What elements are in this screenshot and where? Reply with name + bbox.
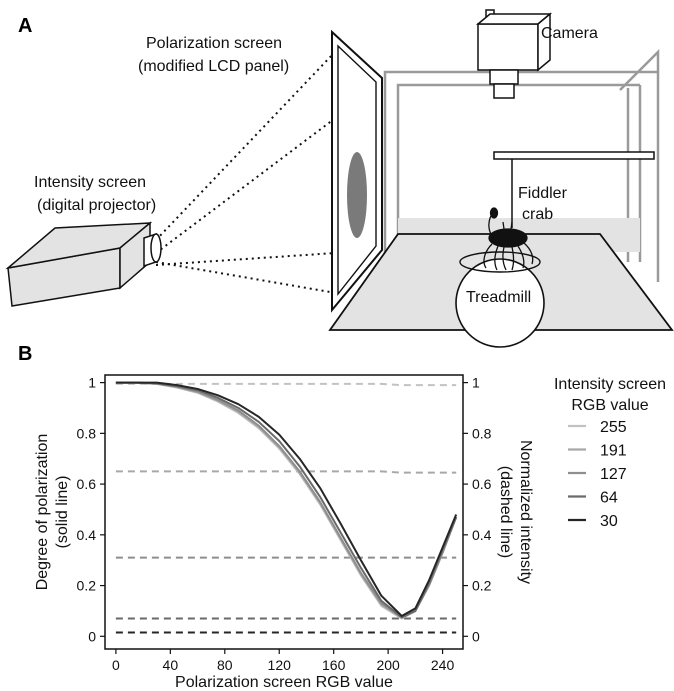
panel-a-letter: A (18, 15, 32, 37)
dop-line-255 (115, 381, 458, 620)
stimulus-ellipse (347, 152, 367, 238)
right-y-tick-label: 0.6 (472, 476, 492, 492)
right-y-tick-label: 1 (472, 375, 480, 391)
camera-label: Camera (541, 25, 598, 42)
plot-frame (104, 374, 464, 650)
legend-label-30: 30 (600, 513, 618, 530)
legend-items: 255 191 127 64 30 (568, 419, 627, 530)
dop-solid-lines (115, 381, 458, 620)
dop-line-127 (115, 381, 458, 619)
polarization-screen-label-2: (modified LCD panel) (138, 58, 289, 75)
crab-icon (483, 207, 534, 271)
polarization-screen-label-1: Polarization screen (146, 35, 282, 52)
legend-title-2: RGB value (571, 397, 648, 414)
dop-line-64 (115, 381, 458, 619)
right-axis-title-2: (dashed line) (497, 466, 514, 559)
legend: Intensity screen RGB value 255 191 127 64 30 (554, 376, 666, 530)
left-y-tick-label: 0.8 (77, 425, 97, 441)
fiddler-label: Fiddler (518, 185, 568, 202)
crab-holder-bar (493, 151, 655, 228)
projector-icon (5, 221, 162, 307)
intensity-line-255 (115, 382, 457, 387)
panel-b-chart: B 0 40 80 120 160 200 240 0 0.2 0.4 0.6 0.8 1 0 0.2 0.4… (18, 343, 666, 691)
left-y-tick-label: 0.6 (77, 476, 97, 492)
crab-label: crab (522, 206, 553, 223)
legend-label-255: 255 (600, 419, 627, 436)
x-tick-label: 240 (431, 657, 455, 673)
right-y-tick-label: 0.8 (472, 425, 492, 441)
axis-ticks: 0 40 80 120 160 200 240 0 0.2 0.4 0.6 0.8 1 0 0.2 0.4 0.… (77, 375, 492, 673)
treadmill-rim (459, 251, 541, 273)
treadmill-label: Treadmill (466, 289, 531, 306)
intensity-screen-label-1: Intensity screen (34, 174, 146, 191)
right-y-tick-label: 0.4 (472, 527, 492, 543)
right-y-tick-label: 0 (472, 628, 480, 644)
camera-icon (475, 9, 553, 99)
x-tick-label: 120 (268, 657, 292, 673)
legend-label-64: 64 (600, 490, 618, 507)
intensity-dashed-lines (115, 382, 457, 634)
right-axis-title-1: Normalized intensity (517, 440, 534, 584)
intensity-screen-label-2: (digital projector) (37, 197, 156, 214)
left-y-tick-label: 0 (88, 628, 96, 644)
legend-label-127: 127 (600, 466, 627, 483)
x-tick-label: 40 (163, 657, 179, 673)
dop-line-30 (115, 381, 458, 618)
left-y-tick-label: 1 (88, 375, 96, 391)
left-y-tick-label: 0.4 (77, 527, 97, 543)
right-y-tick-label: 0.2 (472, 578, 492, 594)
legend-title-1: Intensity screen (554, 376, 666, 393)
left-y-tick-label: 0.2 (77, 578, 97, 594)
x-tick-label: 200 (376, 657, 400, 673)
x-axis-title: Polarization screen RGB value (175, 674, 393, 691)
left-axis-title-1: Degree of polarization (34, 434, 51, 591)
legend-label-191: 191 (600, 443, 627, 460)
x-tick-label: 0 (112, 657, 120, 673)
dop-line-191 (115, 381, 458, 620)
panel-b-letter: B (18, 343, 32, 365)
panel-a-diagram: A Camera Tread (5, 9, 674, 348)
treadmill-ball (455, 258, 545, 348)
intensity-line-191 (115, 470, 457, 474)
x-tick-label: 80 (217, 657, 233, 673)
left-axis-title-2: (solid line) (54, 476, 71, 549)
x-tick-label: 160 (322, 657, 346, 673)
